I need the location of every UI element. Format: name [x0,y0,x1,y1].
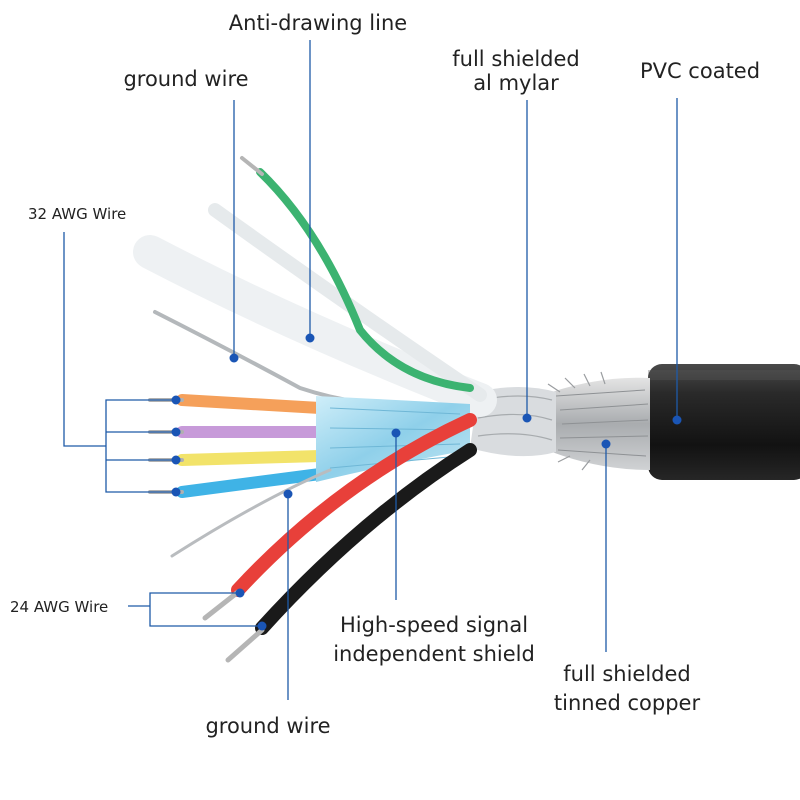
leader-lines [63,40,678,700]
label-al-mylar-line2: al mylar [473,71,559,95]
leader-dots [171,333,682,631]
signal-foil-shield [316,396,470,482]
label-32-awg-wire: 32 AWG Wire [28,205,126,223]
label-pvc-coated: PVC coated [640,59,760,83]
label-anti-drawing-line: Anti-drawing line [229,11,407,35]
awg24-wires [202,413,477,663]
drain-strand [170,468,332,558]
green-wire [256,168,474,392]
label-ground-wire-top: ground wire [123,67,248,91]
pvc-jacket [648,364,800,480]
label-ground-wire-bottom: ground wire [205,714,330,738]
label-al-mylar-line1: full shielded [452,47,579,71]
awg32-wires [148,394,326,498]
label-tinned-copper-line1: full shielded [563,662,690,686]
label-high-speed-line2: independent shield [333,642,535,666]
label-tinned-copper-line2: tinned copper [554,691,701,715]
label-24-awg-wire: 24 AWG Wire [10,598,108,616]
label-high-speed-line1: High-speed signal [340,613,528,637]
tinned-copper-braid [547,371,650,471]
